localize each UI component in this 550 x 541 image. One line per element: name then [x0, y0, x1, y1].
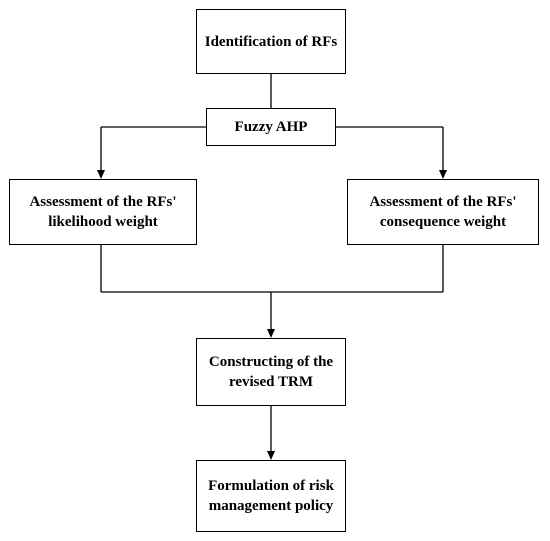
- node-likelihood: Assessment of the RFs' likelihood weight: [9, 179, 197, 245]
- arrowhead-formulation: [267, 451, 275, 460]
- node-fuzzy-ahp: Fuzzy AHP: [206, 108, 336, 146]
- node-formulation: Formulation of risk management policy: [196, 460, 346, 532]
- node-consequence: Assessment of the RFs' consequence weigh…: [347, 179, 539, 245]
- arrowhead-constructing: [267, 329, 275, 338]
- node-identification: Identification of RFs: [196, 9, 346, 74]
- arrowhead-consequence: [439, 170, 447, 179]
- node-constructing: Constructing of the revised TRM: [196, 338, 346, 406]
- arrowhead-likelihood: [97, 170, 105, 179]
